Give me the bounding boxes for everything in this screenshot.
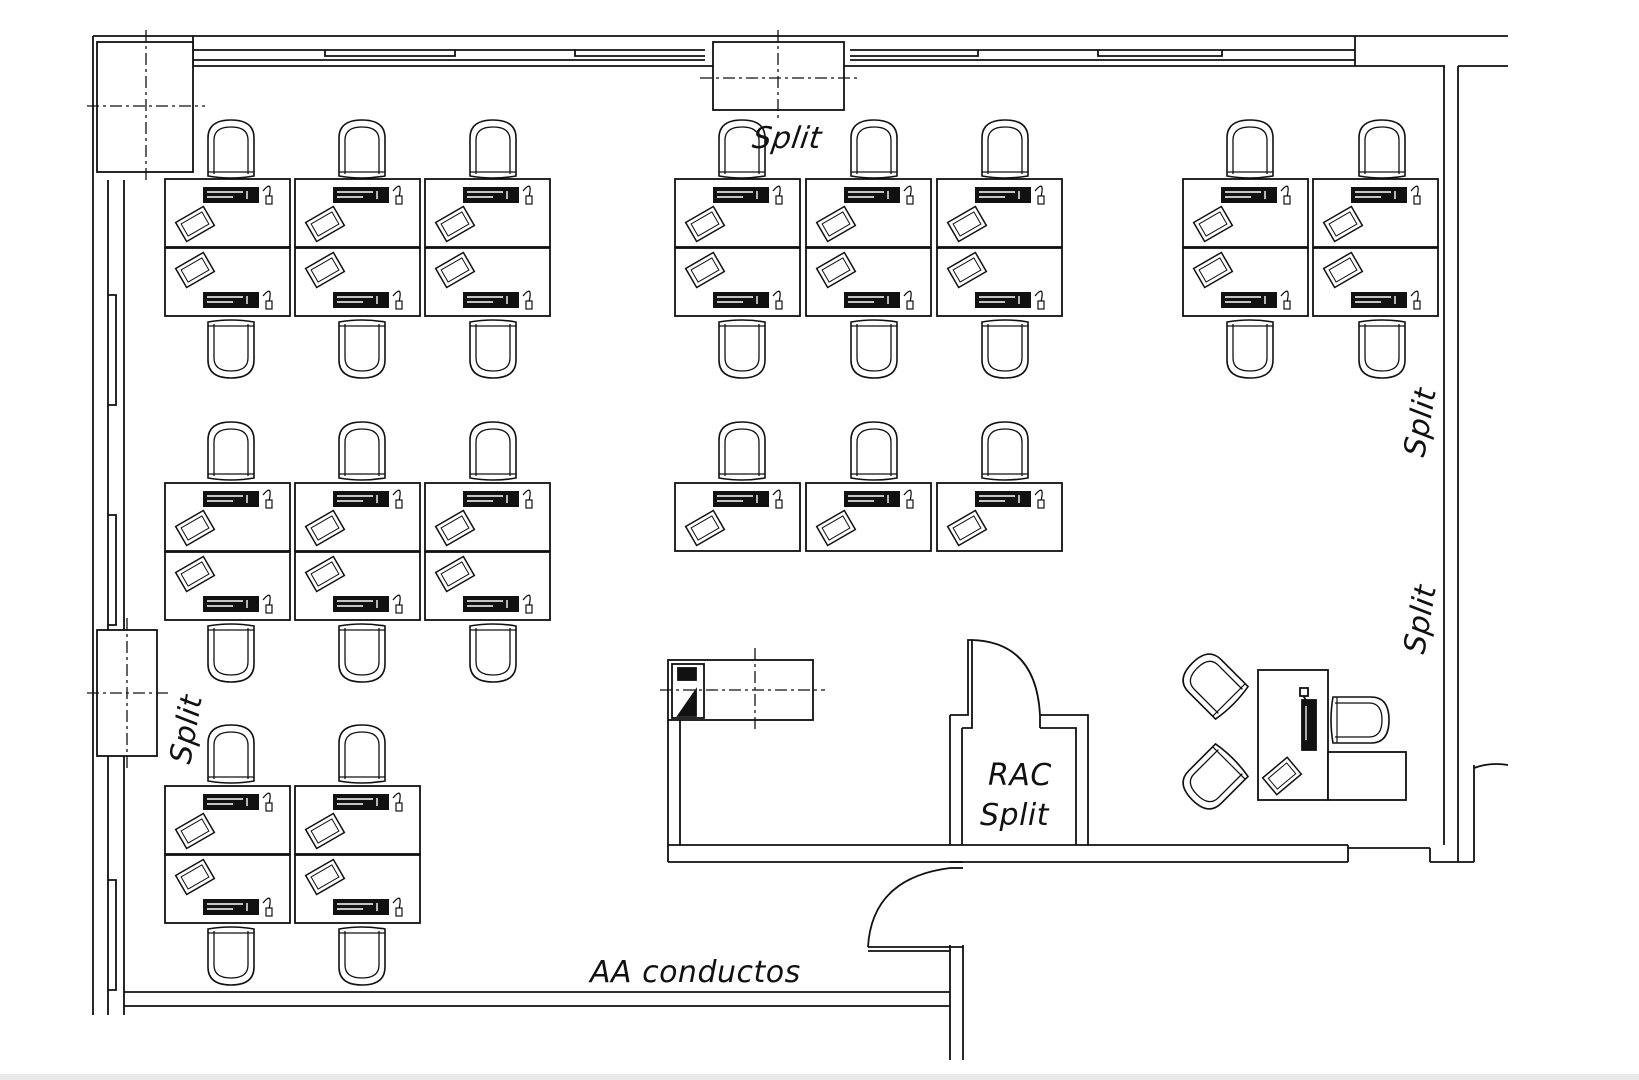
split-unit-topleft	[87, 30, 205, 180]
rack-unit	[660, 648, 825, 732]
office-desk	[1175, 646, 1407, 817]
split-unit-left	[87, 618, 170, 768]
label-aa-conductos: AA conductos	[588, 955, 801, 990]
workstation-cluster-e	[675, 421, 1062, 551]
label-rac-split: Split	[980, 798, 1050, 833]
bottom-strip	[0, 1074, 1639, 1080]
workstation-cluster-f	[165, 724, 420, 986]
label-split-left: Split	[163, 692, 210, 767]
workstation-cluster-c	[1183, 119, 1438, 379]
split-unit-top	[700, 30, 860, 122]
label-split-right-upper: Split	[1397, 385, 1444, 460]
workstation-cluster-a	[165, 119, 550, 379]
label-split-top: Split	[750, 121, 825, 156]
label-split-right-lower: Split	[1397, 582, 1444, 657]
workstation-cluster-b	[675, 119, 1062, 379]
label-rac: RAC	[988, 758, 1052, 793]
workstation-cluster-d	[165, 421, 550, 683]
